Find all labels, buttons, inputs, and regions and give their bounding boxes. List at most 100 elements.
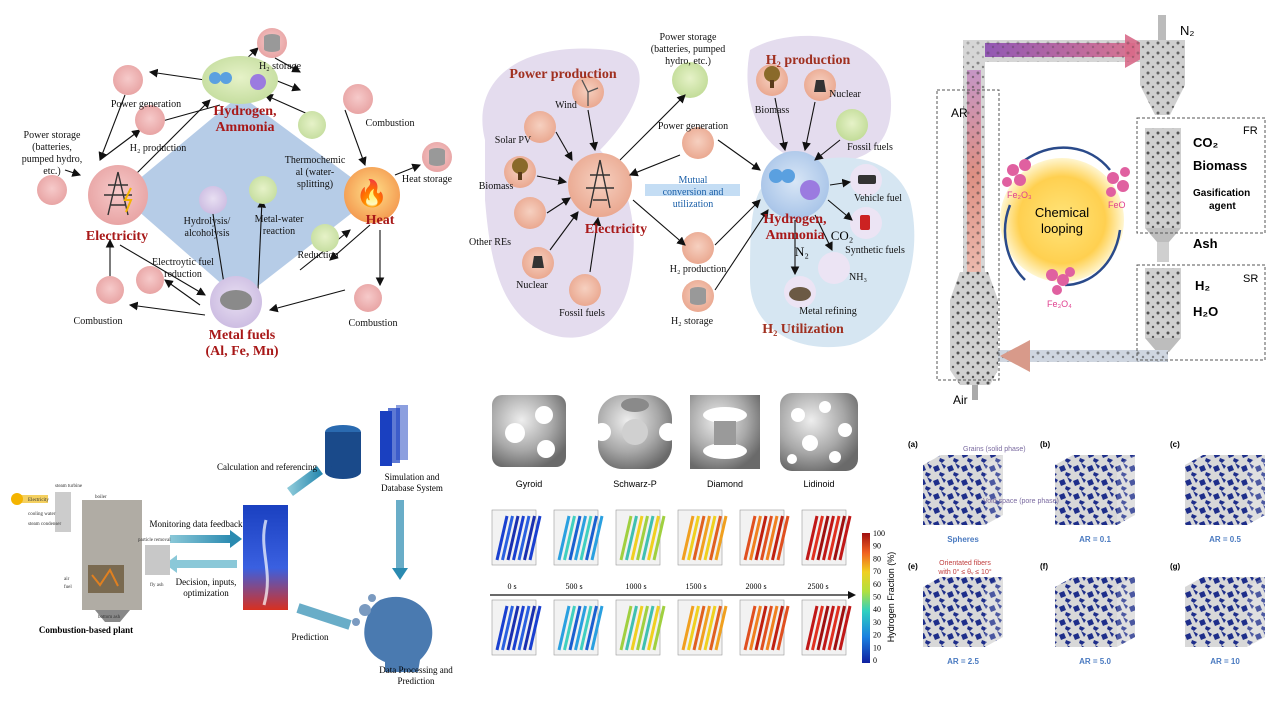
flow-arrow-left — [1000, 340, 1030, 372]
fr-label: FR — [1243, 125, 1258, 137]
chemical-looping-label-1: Chemical — [1035, 205, 1089, 220]
gyroid-label: Gyroid — [516, 479, 543, 489]
energy-carrier-diagram: 🔥 Hydrogen, Ammonia Electricity Heat Met… — [22, 28, 453, 359]
snapshot-rowA-5 — [801, 509, 852, 566]
h2-label: H₂ — [1195, 278, 1210, 293]
colorbar-tick-30: 30 — [873, 618, 881, 627]
h2-production-label: H₂ production — [670, 264, 727, 275]
ammonia-label: Ammonia — [215, 120, 274, 135]
plant-fly-ash-label: fly ash — [150, 583, 164, 588]
wind-turbine-icon — [581, 79, 599, 106]
fe2o3-label: Fe₂O₃ — [1007, 190, 1032, 200]
cube-letter-0: (a) — [908, 440, 918, 449]
nh3-label: NH₃ — [849, 272, 867, 283]
simulation-label-1: Simulation and — [385, 472, 440, 482]
cube-letter-3: (e) — [908, 562, 918, 571]
porous-cube-4: (f)AR = 5.0 — [1040, 562, 1135, 666]
h2o-label: H₂O — [1193, 304, 1218, 319]
hydrogen-label: Hydrogen, — [213, 104, 276, 119]
time-2500-label: 2500 s — [807, 582, 828, 591]
power-storage-label-2: (batteries, pumped — [651, 44, 725, 55]
hydrogen-label: Hydrogen, — [763, 212, 826, 227]
co2-label: CO₂ — [831, 228, 854, 243]
fe-particle-clusters — [1002, 159, 1130, 295]
ammonia-label: Ammonia — [765, 228, 824, 243]
colorbar-tick-100: 100 — [873, 529, 885, 538]
ash-label: Ash — [1193, 236, 1218, 251]
vehicle-fuel-label: Vehicle fuel — [854, 193, 902, 204]
power-storage-label-3: pumped hydro, — [22, 154, 83, 165]
snapshot-rowB-5 — [801, 599, 852, 656]
metal-water-label-1: Metal-water — [255, 214, 305, 225]
other-res-label: Other REs — [469, 237, 511, 248]
time-1500-label: 1500 s — [685, 582, 706, 591]
small-circles — [504, 62, 882, 312]
lidinoid-label: Lidinoid — [803, 479, 834, 489]
metal-water-label-2: reaction — [263, 226, 295, 237]
nuclear-left-label: Nuclear — [516, 280, 548, 291]
h2-production-label: H₂ production — [130, 143, 187, 154]
h2-storage-label: H₂ storage — [671, 316, 714, 327]
pylon-icon — [586, 159, 614, 209]
metal-fuels-sub-label: (Al, Fe, Mn) — [205, 344, 278, 359]
tpms-shapes — [492, 393, 858, 471]
prediction-label: Prediction — [292, 632, 329, 642]
porous-structures-figure: (a)Spheres(b)AR = 0.1(c)AR = 0.5(e)AR = … — [908, 440, 1265, 666]
plant-boiler-label: boiler — [95, 495, 107, 500]
calc-label: Calculation and referencing — [217, 462, 317, 472]
void-label: Void space (pore phase) — [983, 498, 1059, 505]
heat-storage-label: Heat storage — [402, 174, 453, 185]
pylon-icon — [104, 171, 132, 216]
simulation-screens — [380, 405, 408, 466]
plant-electricity-label: Electricity — [28, 498, 49, 503]
hydrogen-hub — [202, 56, 278, 104]
mutual-label-2: conversion and — [663, 187, 724, 198]
porous-cube-3: (e)AR = 2.5 — [908, 562, 1003, 666]
power-storage-label-1: Power storage — [660, 32, 717, 43]
feo-label: FeO — [1108, 200, 1126, 210]
cube-label-0: Spheres — [947, 535, 979, 544]
power-production-title: Power production — [509, 67, 616, 82]
lightning-icon — [123, 187, 133, 213]
combustion-left-label: Combustion — [74, 316, 123, 327]
reduction-label: Reduction — [297, 250, 338, 261]
electrolytic-label-1: Electroytic fuel — [152, 257, 214, 268]
time-500-label: 500 s — [565, 582, 582, 591]
monitoring-label: Monitoring data feedback — [150, 519, 243, 529]
calc-arrow — [287, 465, 323, 497]
power-generation-label: Power generation — [111, 99, 181, 110]
snapshot-rowB-2 — [615, 599, 666, 656]
ore-icon — [789, 287, 811, 301]
combustion-right-label: Combustion — [349, 318, 398, 329]
orientated-label-2: with 0° ≤ θᵥ ≤ 10° — [937, 568, 991, 576]
biomass-right-label: Biomass — [755, 105, 790, 116]
colorbar-label: Hydrogen Fraction (%) — [886, 552, 896, 643]
schwarz-p-shape — [593, 395, 677, 469]
colorbar-tick-40: 40 — [873, 605, 881, 614]
fr-box — [1136, 117, 1266, 234]
plant-particle-removal-label: particle removal — [138, 538, 171, 543]
combustion-plant-icon — [11, 492, 170, 622]
porous-cube-1: (b)AR = 0.1 — [1040, 440, 1135, 544]
cube-label-1: AR = 0.1 — [1079, 535, 1111, 544]
thermochemical-label-3: splitting) — [297, 179, 333, 190]
gasification-label-1: Gasification — [1193, 188, 1250, 199]
time-2000-label: 2000 s — [745, 582, 766, 591]
solar-label: Solar PV — [495, 135, 532, 146]
biomass-left-label: Biomass — [479, 181, 514, 192]
monitoring-arrow — [170, 535, 232, 543]
tree-icon — [512, 66, 780, 180]
electrolytic-label-2: reduction — [164, 269, 202, 280]
porous-cube-0: (a) Spheres — [908, 440, 1003, 544]
prediction-arrow — [296, 603, 352, 630]
colorbar — [862, 533, 870, 663]
metal-fuels-label: Metal fuels — [209, 328, 276, 343]
cube-letter-4: (f) — [1040, 562, 1048, 571]
snapshot-rowB-0 — [491, 599, 542, 656]
nuclear-right-label: Nuclear — [829, 89, 861, 100]
metal-refining-label: Metal refining — [799, 306, 856, 317]
snapshot-rowB-3 — [677, 599, 728, 656]
mutual-label-1: Mutual — [679, 175, 708, 186]
mutual-label-3: utilization — [673, 199, 714, 210]
tpms-hydrogen-fraction-figure: Gyroid Schwarz-P Diamond Lidinoid A B 0 … — [490, 393, 896, 665]
